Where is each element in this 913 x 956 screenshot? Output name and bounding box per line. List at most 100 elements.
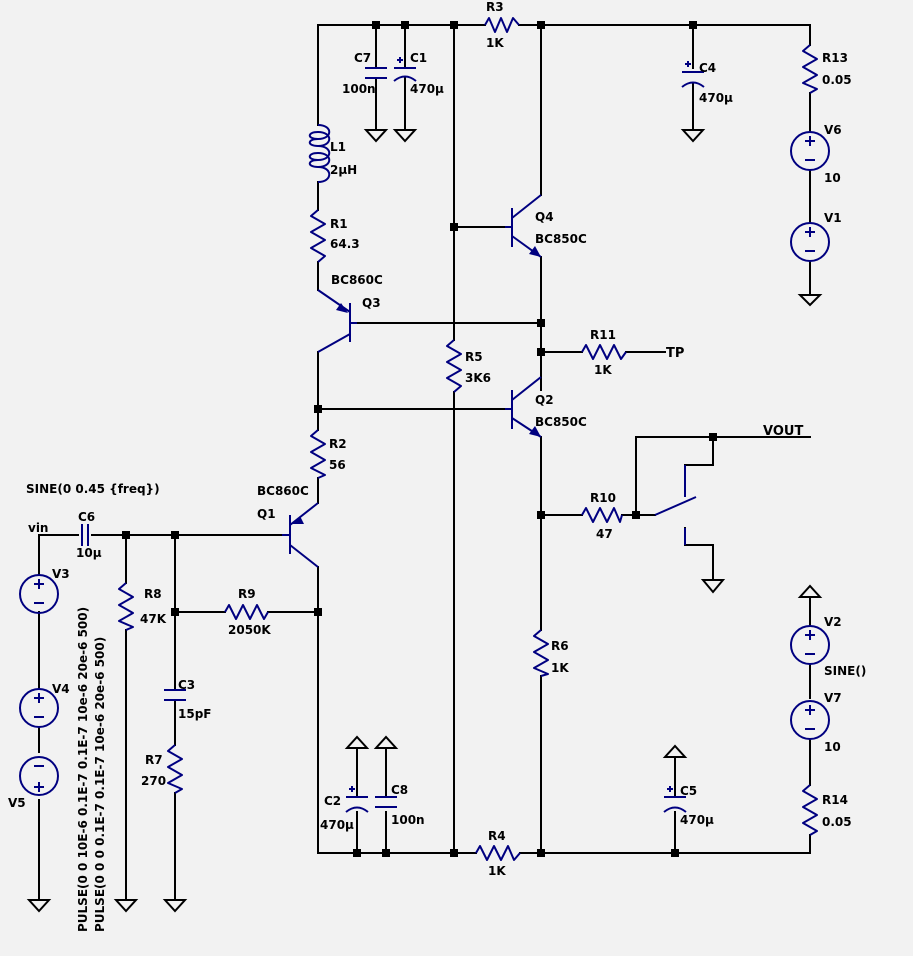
svg-text:1K: 1K [488,864,506,878]
switch[interactable] [654,465,697,545]
source-v4[interactable]: V4 [19,682,70,728]
svg-text:10: 10 [824,171,841,185]
svg-text:10µ: 10µ [76,546,102,560]
svg-text:47K: 47K [140,612,167,626]
resistor-r10[interactable]: R10 47 [581,491,623,541]
transistor-q1[interactable]: BC860C Q1 [257,484,319,568]
transistor-q2[interactable]: Q2 BC850C [505,376,587,438]
svg-text:C5: C5 [680,784,697,798]
svg-text:470µ: 470µ [320,818,354,832]
resistor-r8[interactable]: R8 47K [118,582,167,631]
net-label-vout: VOUT [763,424,803,439]
resistor-r6[interactable]: R6 1K [533,629,569,677]
capacitor-c7[interactable]: C7 100n [342,51,387,96]
svg-text:470µ: 470µ [680,813,714,827]
svg-text:BC860C: BC860C [331,273,383,287]
svg-text:C2: C2 [324,794,341,808]
capacitor-c3[interactable]: C3 15pF [164,678,212,721]
svg-text:C8: C8 [391,783,408,797]
resistor-r11[interactable]: R11 1K [581,328,627,377]
net-label-vin: vin [28,521,48,535]
source-v6[interactable]: V6 10 [790,123,842,185]
svg-text:R3: R3 [486,0,504,14]
svg-text:L1: L1 [330,140,346,154]
svg-text:C7: C7 [354,51,371,65]
resistor-r9[interactable]: R9 2050K [224,587,271,637]
svg-text:V2: V2 [824,615,842,629]
junctions [122,21,717,857]
transistor-q3[interactable]: BC860C Q3 [317,273,383,353]
resistor-r13[interactable]: R13 0.05 [802,44,852,94]
svg-text:R2: R2 [329,437,347,451]
svg-text:BC850C: BC850C [535,415,587,429]
source-v1[interactable]: V1 [790,211,842,262]
svg-text:2050K: 2050K [228,623,271,637]
svg-text:56: 56 [329,458,346,472]
svg-text:Q2: Q2 [535,393,554,407]
svg-text:SINE(): SINE() [824,664,866,678]
capacitor-c2[interactable]: C2 470µ [320,786,369,832]
transistor-q4[interactable]: Q4 BC850C [505,194,587,258]
svg-text:R6: R6 [551,639,569,653]
resistor-r2[interactable]: R2 56 [310,429,347,479]
svg-text:Q1: Q1 [257,507,276,521]
svg-text:V5: V5 [8,796,26,810]
svg-text:V6: V6 [824,123,842,137]
supply-arrows [344,584,823,758]
svg-text:1K: 1K [486,36,504,50]
resistor-r3[interactable]: R3 1K [484,0,520,50]
svg-text:R14: R14 [822,793,848,807]
svg-text:R7: R7 [145,753,163,767]
svg-text:V4: V4 [52,682,70,696]
resistor-r4[interactable]: R4 1K [475,829,521,878]
resistor-r1[interactable]: R1 64.3 [310,209,360,263]
svg-text:3K6: 3K6 [465,371,491,385]
svg-text:R4: R4 [488,829,506,843]
svg-text:0.05: 0.05 [822,815,852,829]
svg-text:0.05: 0.05 [822,73,852,87]
svg-text:100n: 100n [342,82,376,96]
svg-text:2µH: 2µH [330,163,357,177]
svg-text:R9: R9 [238,587,256,601]
capacitor-c5[interactable]: C5 470µ [663,784,714,827]
svg-text:1K: 1K [551,661,569,675]
svg-text:470µ: 470µ [699,91,733,105]
svg-text:R8: R8 [144,587,162,601]
capacitor-c1[interactable]: C1 470µ [393,51,444,96]
svg-text:R1: R1 [330,217,348,231]
net-label-tp: TP [666,346,684,361]
svg-text:C3: C3 [178,678,195,692]
resistor-r5[interactable]: R5 3K6 [446,339,491,393]
resistor-r7[interactable]: R7 270 [141,744,183,794]
svg-text:R11: R11 [590,328,616,342]
source-v3[interactable]: V3 [19,567,70,614]
svg-text:1K: 1K [594,363,612,377]
svg-text:V7: V7 [824,691,842,705]
svg-text:V3: V3 [52,567,70,581]
svg-text:15pF: 15pF [178,707,212,721]
v4-pulse-directive: PULSE(0 0 10E-6 0.1E-7 0.1E-7 10e-6 20e-… [76,607,90,932]
svg-text:R13: R13 [822,51,848,65]
ground-symbols [26,129,823,913]
source-v7[interactable]: V7 10 [790,691,842,754]
svg-text:BC860C: BC860C [257,484,309,498]
capacitor-c4[interactable]: C4 470µ [681,61,733,105]
wires [38,24,811,901]
svg-text:Q4: Q4 [535,210,554,224]
source-v2[interactable]: V2 SINE() [790,615,866,678]
inductor-l1[interactable]: L1 2µH [308,124,357,183]
svg-text:C6: C6 [78,510,95,524]
resistor-r14[interactable]: R14 0.05 [802,784,852,836]
v5-pulse-directive: PULSE(0 0 0 0.1E-7 0.1E-7 10e-6 20e-6 50… [93,637,107,932]
svg-text:100n: 100n [391,813,425,827]
svg-text:C4: C4 [699,61,716,75]
svg-text:R10: R10 [590,491,616,505]
svg-text:Q3: Q3 [362,296,381,310]
svg-text:C1: C1 [410,51,427,65]
source-v5[interactable]: V5 [8,756,59,810]
svg-text:64.3: 64.3 [330,237,360,251]
capacitor-c6[interactable]: C6 10µ [76,510,102,560]
capacitor-c8[interactable]: C8 100n [375,783,425,827]
